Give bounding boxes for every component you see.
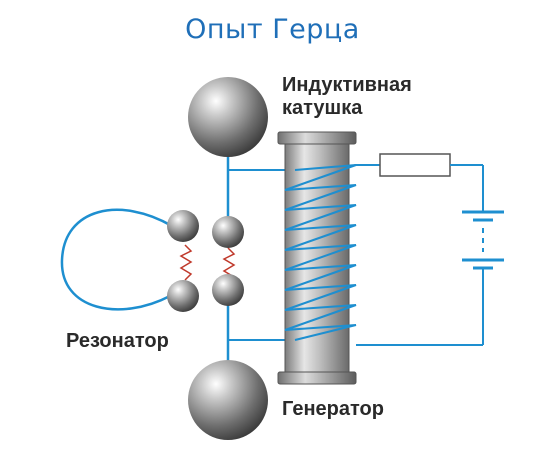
coil-label-line1: Индуктивная	[282, 74, 412, 96]
resistor	[379, 153, 451, 177]
resonator-label: Резонатор	[66, 330, 169, 352]
battery	[462, 210, 504, 270]
diagram-title: Опыт Герца	[185, 14, 360, 45]
generator-top-sphere	[188, 77, 268, 157]
coil-label-line2: катушка	[282, 97, 363, 119]
induction-coil	[277, 131, 357, 385]
generator-bottom-sphere	[188, 360, 268, 440]
resonator-bottom-ball	[167, 280, 199, 312]
generator-label: Генератор	[282, 398, 384, 420]
generator-bottom-ball	[212, 274, 244, 306]
generator-top-ball	[212, 216, 244, 248]
external-circuit	[356, 153, 504, 346]
resonator-top-ball	[167, 210, 199, 242]
